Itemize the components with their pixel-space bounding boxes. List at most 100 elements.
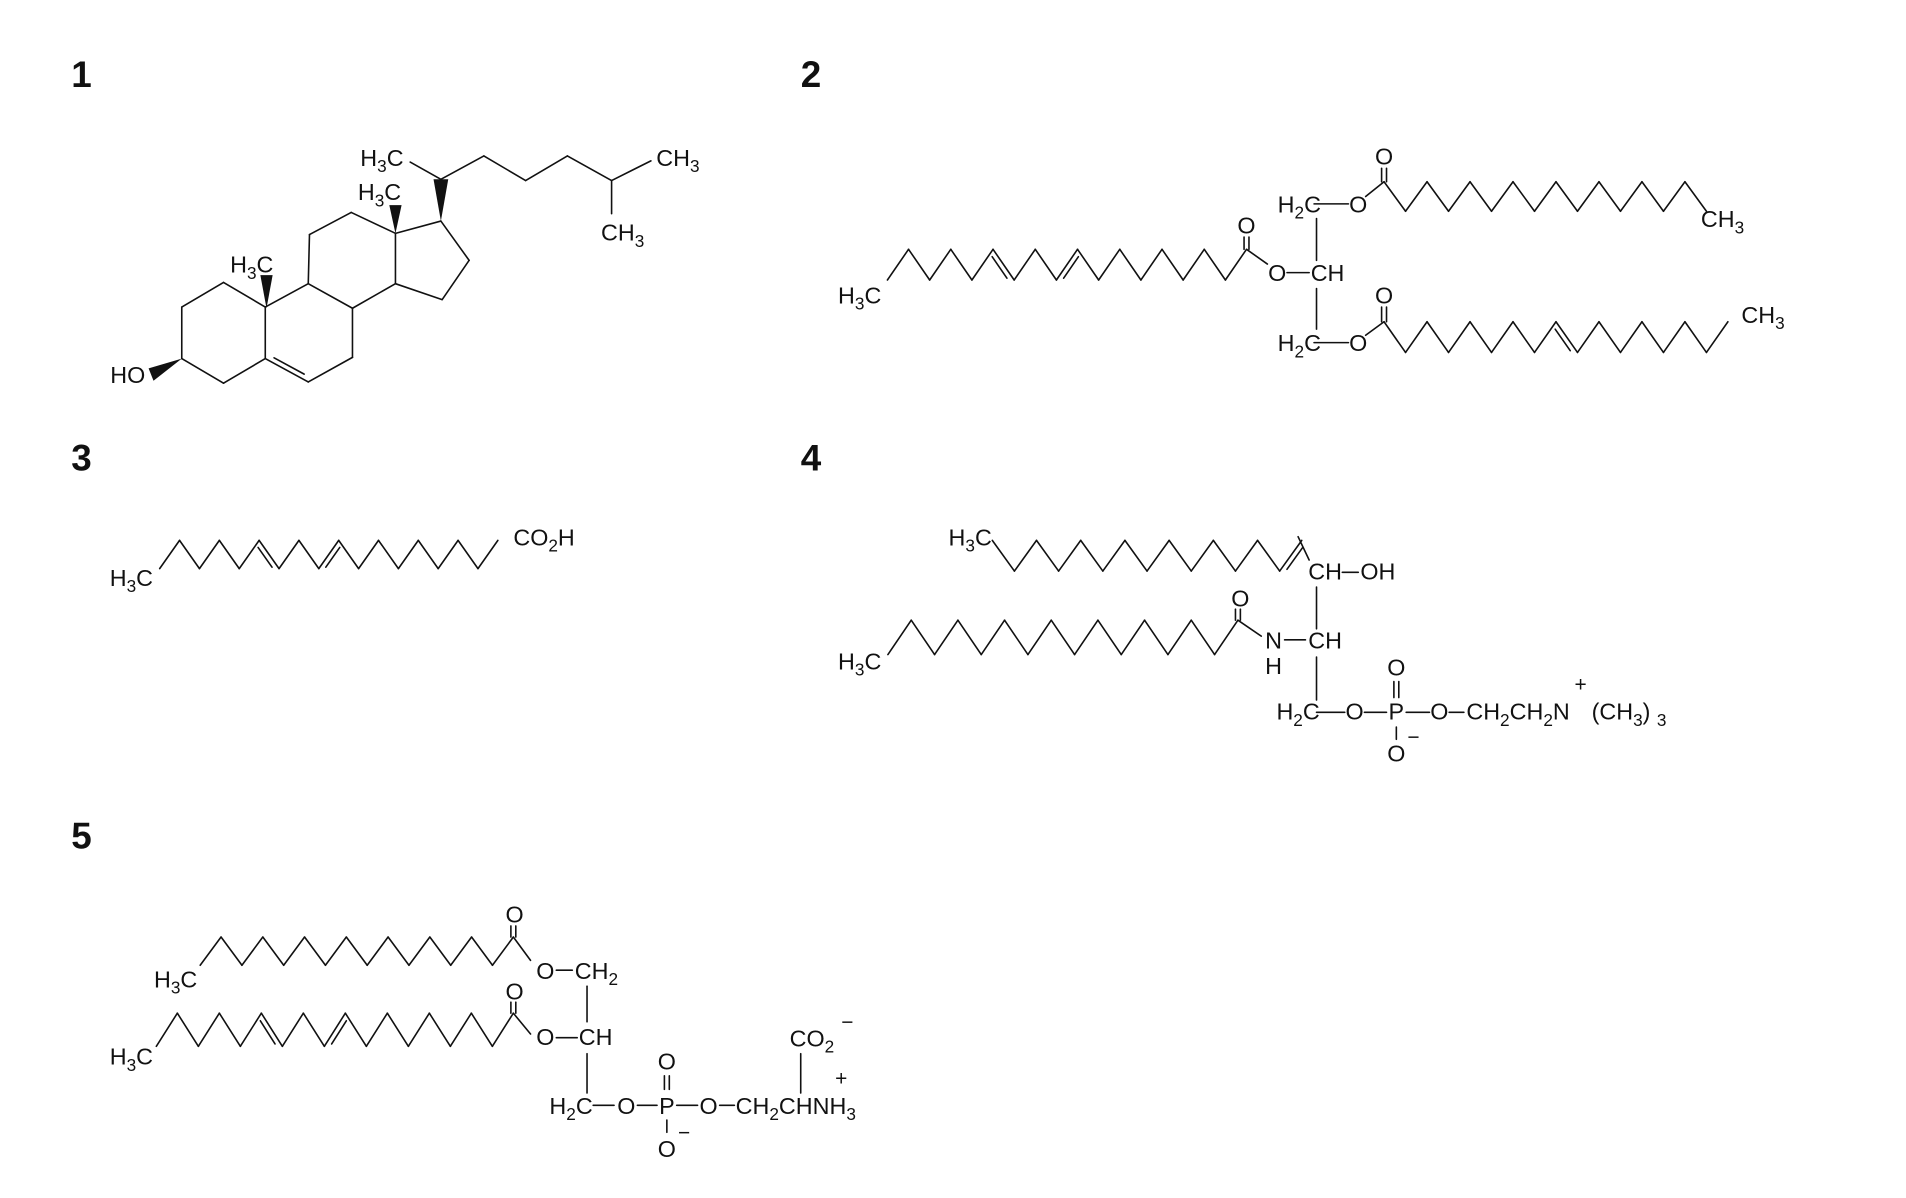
bond <box>220 936 243 967</box>
bond <box>449 936 473 967</box>
bond <box>350 211 397 235</box>
atom-label: O <box>658 1049 676 1075</box>
bond <box>971 248 994 281</box>
bond <box>1684 320 1708 354</box>
bond <box>1469 180 1493 213</box>
bond <box>991 539 1016 572</box>
atom-label: O <box>1268 260 1286 286</box>
bond <box>1168 539 1193 572</box>
bond <box>281 1012 305 1048</box>
bond <box>259 1019 276 1045</box>
bond <box>886 248 910 281</box>
bond <box>318 539 340 570</box>
bond <box>218 539 241 570</box>
atom-label: H3C <box>230 252 273 283</box>
atom-label: H2C <box>1278 191 1321 222</box>
wedge-bond <box>389 205 402 234</box>
bond <box>491 1012 515 1048</box>
bond <box>1212 539 1237 572</box>
bond <box>1124 539 1148 572</box>
atom-label: CH <box>1311 260 1345 286</box>
atom-label: CH3 <box>656 145 699 176</box>
bond <box>1297 535 1310 561</box>
figure-number-1: 1 <box>71 54 91 95</box>
bond <box>470 936 494 967</box>
bond <box>429 936 452 967</box>
atom-label: CH3 <box>1741 302 1784 333</box>
bond <box>178 539 201 570</box>
bond <box>199 936 222 967</box>
atom-label: OH <box>1360 559 1395 585</box>
structure-2-triglyceride: O H2C O CH3 O O CH H3C O H2C O CH3 <box>838 144 1785 362</box>
atom-label: O <box>505 901 523 927</box>
bond <box>273 356 305 375</box>
bond <box>1034 248 1058 281</box>
bond <box>1383 320 1407 354</box>
atom-label: O <box>1346 699 1364 725</box>
bond <box>1055 248 1079 281</box>
bond <box>260 1012 284 1048</box>
bond <box>1118 248 1142 281</box>
bond <box>437 539 459 570</box>
bond <box>457 539 479 570</box>
bond <box>1447 180 1471 213</box>
bond <box>610 160 652 182</box>
atom-label: H2C <box>1276 699 1319 730</box>
bond <box>1182 248 1206 281</box>
bond <box>345 936 369 967</box>
bond <box>1278 539 1303 572</box>
bond <box>222 281 267 308</box>
bond <box>1641 320 1665 354</box>
bond <box>408 936 431 967</box>
bond <box>991 255 1008 279</box>
atom-label: CH <box>1308 559 1342 585</box>
atom-label: H3C <box>360 145 403 176</box>
bond <box>1598 320 1622 354</box>
bond <box>377 539 400 570</box>
atom-label: CH2CHNH3 <box>736 1093 856 1124</box>
atom-label: CH <box>1308 627 1342 653</box>
bond <box>1027 619 1053 656</box>
bond <box>1140 248 1163 281</box>
bond <box>470 1012 494 1048</box>
bond <box>1404 320 1428 354</box>
bond <box>1003 619 1029 656</box>
figure-number-4: 4 <box>801 437 822 478</box>
atom-label: H3C <box>949 524 992 555</box>
bond <box>441 259 470 301</box>
bond <box>1364 320 1385 337</box>
bond <box>176 1012 200 1048</box>
bond <box>365 1012 389 1048</box>
structure-4-sphingomyelin: H3C CH OH O H3C N H CH H2C O P O O − O C… <box>838 524 1666 766</box>
bond <box>409 161 442 181</box>
bond <box>264 282 310 308</box>
bond <box>1554 328 1572 352</box>
bond <box>1203 248 1227 281</box>
bond <box>1035 539 1060 572</box>
atom-label: P <box>659 1093 675 1119</box>
bond <box>1234 539 1259 572</box>
bond <box>1050 619 1076 656</box>
bond <box>1143 619 1169 656</box>
bond <box>257 546 273 568</box>
atom-label: O <box>1349 191 1367 217</box>
bond <box>1062 255 1080 279</box>
figure-number-3: 3 <box>71 437 91 478</box>
bond <box>324 936 348 967</box>
bond <box>262 936 285 967</box>
bond <box>337 539 360 570</box>
atom-label: O <box>536 958 554 984</box>
bond <box>1533 320 1557 354</box>
bond <box>440 220 470 262</box>
positive-charge: + <box>1574 673 1586 696</box>
bond <box>1120 619 1146 656</box>
atom-label: H <box>1265 653 1282 679</box>
bond <box>1512 180 1536 213</box>
atom-label: CH2 <box>575 958 618 989</box>
bond <box>155 1012 179 1048</box>
bond <box>1073 619 1099 656</box>
bond <box>394 220 442 235</box>
bond <box>298 539 320 570</box>
bond <box>308 211 353 236</box>
atom-label: H3C <box>110 1044 153 1075</box>
